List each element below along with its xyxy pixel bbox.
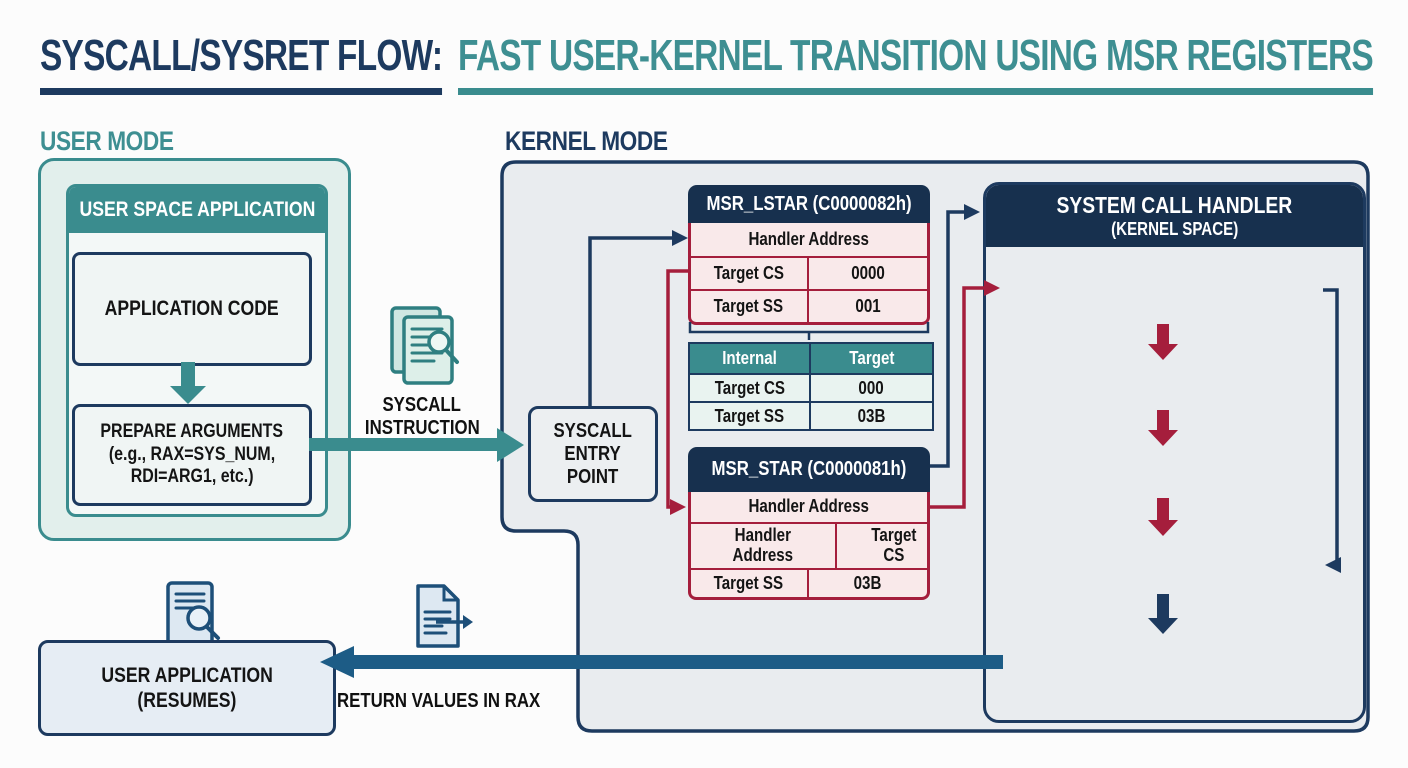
user-application-resumes-box: USER APPLICATION (RESUMES) xyxy=(38,640,336,736)
syscall-instruction-label: SYSCALL INSTRUCTION xyxy=(364,394,480,439)
arrow-step1-to-step2-head xyxy=(1148,344,1178,360)
arrow-sysret-to-userapp-head xyxy=(320,646,354,678)
bracket-lstar-to-internal xyxy=(688,322,930,340)
msr-star-handler-row: Handler Address xyxy=(748,496,870,517)
internal-row-cs: Target CS 000 xyxy=(690,373,932,401)
prepare-arguments-box: PREPARE ARGUMENTS (e.g., RAX=SYS_NUM, RD… xyxy=(72,404,312,506)
application-code-box: APPLICATION CODE xyxy=(72,252,312,366)
msr-lstar-row-ss: Target SS 001 xyxy=(691,289,927,322)
arrow-appcode-to-prepare xyxy=(181,362,195,386)
userapp-document-icon xyxy=(166,581,220,647)
msr-lstar-row-cs: Target CS 0000 xyxy=(691,256,927,289)
arrow-appcode-to-prepare-head xyxy=(170,386,206,404)
arrow-step3-to-step4-head xyxy=(1148,520,1178,536)
system-call-handler-header: SYSTEM CALL HANDLER (KERNEL SPACE) xyxy=(986,185,1363,247)
arrow-step2-to-step3 xyxy=(1157,410,1169,432)
return-values-label: RETURN VALUES IN RAX xyxy=(337,690,541,712)
arrow-step4-to-step5-head xyxy=(1148,618,1178,634)
arrow-step4-to-step5 xyxy=(1157,594,1169,620)
internal-row-ss: Target SS 03B xyxy=(690,401,932,429)
msr-star-table: MSR_STAR (C0000081h) Handler Address Han… xyxy=(688,447,930,600)
kernel-mode-label: KERNEL MODE xyxy=(505,126,668,156)
msr-star-title: MSR_STAR (C0000081h) xyxy=(688,447,930,492)
arrow-prepare-to-entry-head xyxy=(497,428,524,462)
system-call-handler-box: SYSTEM CALL HANDLER (KERNEL SPACE) xyxy=(983,182,1366,723)
msr-lstar-title: MSR_LSTAR (C0000082h) xyxy=(688,185,930,223)
page-title-left: SYSCALL/SYSRET FLOW: xyxy=(40,31,443,96)
arrow-prepare-to-entry xyxy=(309,438,497,451)
arrow-sysret-to-userapp xyxy=(352,655,1003,669)
msr-star-row-ss: Target SS 03B xyxy=(691,568,927,597)
syscall-document-icon xyxy=(390,306,459,385)
arrow-step1-to-step2 xyxy=(1157,324,1169,346)
arrow-step2-to-step3-head xyxy=(1148,430,1178,446)
user-mode-label: USER MODE xyxy=(40,126,174,156)
msr-lstar-handler-row: Handler Address xyxy=(748,228,870,249)
msr-star-row-ha-cs: Handler Address Target CS xyxy=(691,522,927,568)
syscall-entry-point-box: SYSCALL ENTRY POINT xyxy=(528,406,658,502)
internal-table-header: Internal Target xyxy=(690,344,932,373)
internal-target-table: Internal Target Target CS 000 Target SS … xyxy=(688,342,934,431)
msr-lstar-table: MSR_LSTAR (C0000082h) Handler Address Ta… xyxy=(688,185,930,325)
user-space-application-header: USER SPACE APPLICATION xyxy=(69,187,325,233)
page-title-right: FAST USER-KERNEL TRANSITION USING MSR RE… xyxy=(458,31,1374,96)
arrow-step3-to-step4 xyxy=(1157,498,1169,522)
return-document-icon xyxy=(416,584,473,648)
